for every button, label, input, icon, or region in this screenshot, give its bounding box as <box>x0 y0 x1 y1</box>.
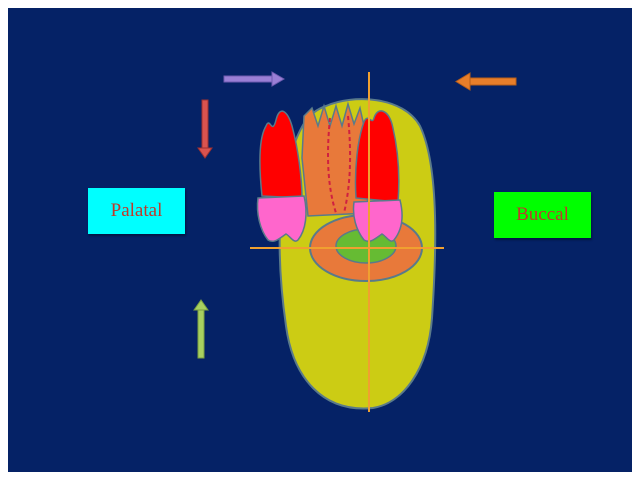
left-tooth-neck <box>257 196 306 241</box>
arrow-right-icon <box>224 72 284 86</box>
slide-canvas: Palatal Buccal <box>8 8 632 472</box>
arrow-left-icon <box>456 73 516 90</box>
left-tooth-crown <box>260 111 302 198</box>
arrow-up-icon <box>194 300 208 358</box>
buccal-label: Buccal <box>494 192 591 238</box>
dental-cross-section-diagram <box>8 8 632 472</box>
palatal-label: Palatal <box>88 188 185 234</box>
arrow-down-icon <box>198 100 212 158</box>
right-tooth-neck <box>353 200 402 241</box>
